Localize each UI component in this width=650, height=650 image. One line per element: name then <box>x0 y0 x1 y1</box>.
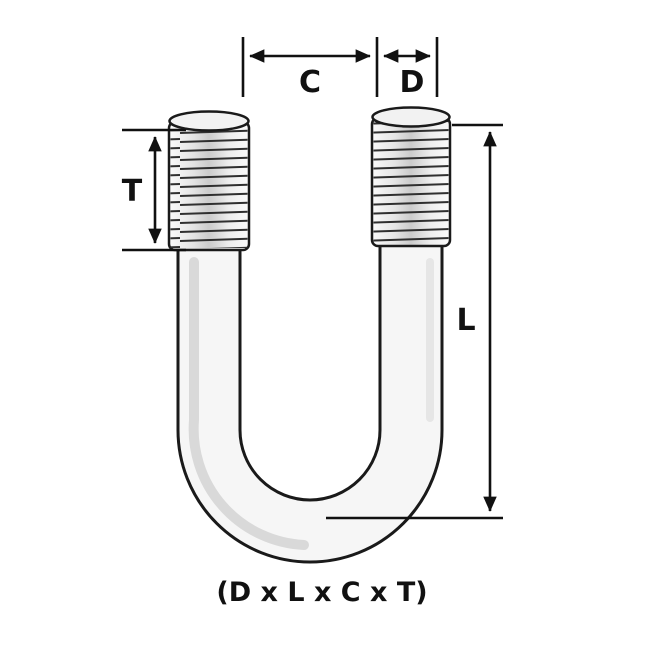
left-thread-lines <box>170 124 248 248</box>
dimension-c <box>241 37 379 97</box>
right-threaded-end <box>370 106 452 248</box>
dimension-label-c: C <box>299 65 321 100</box>
u-bolt-body <box>167 106 452 564</box>
dimension-t <box>122 128 186 252</box>
dimension-label-d: D <box>400 65 425 100</box>
dimension-l <box>326 123 503 520</box>
dimension-d <box>383 37 439 97</box>
right-bolt-cap <box>371 106 451 128</box>
dimension-labels: C D T L (D x L x C x T) <box>122 65 476 608</box>
dimension-label-l: L <box>456 303 475 338</box>
caption: (D x L x C x T) <box>216 577 427 608</box>
u-bolt-shading-left <box>188 257 309 550</box>
right-thread-lines <box>373 120 449 244</box>
dimension-label-t: T <box>122 174 143 209</box>
dimension-lines <box>122 37 503 520</box>
left-bolt-cap <box>168 110 250 132</box>
left-threaded-end <box>167 110 251 252</box>
